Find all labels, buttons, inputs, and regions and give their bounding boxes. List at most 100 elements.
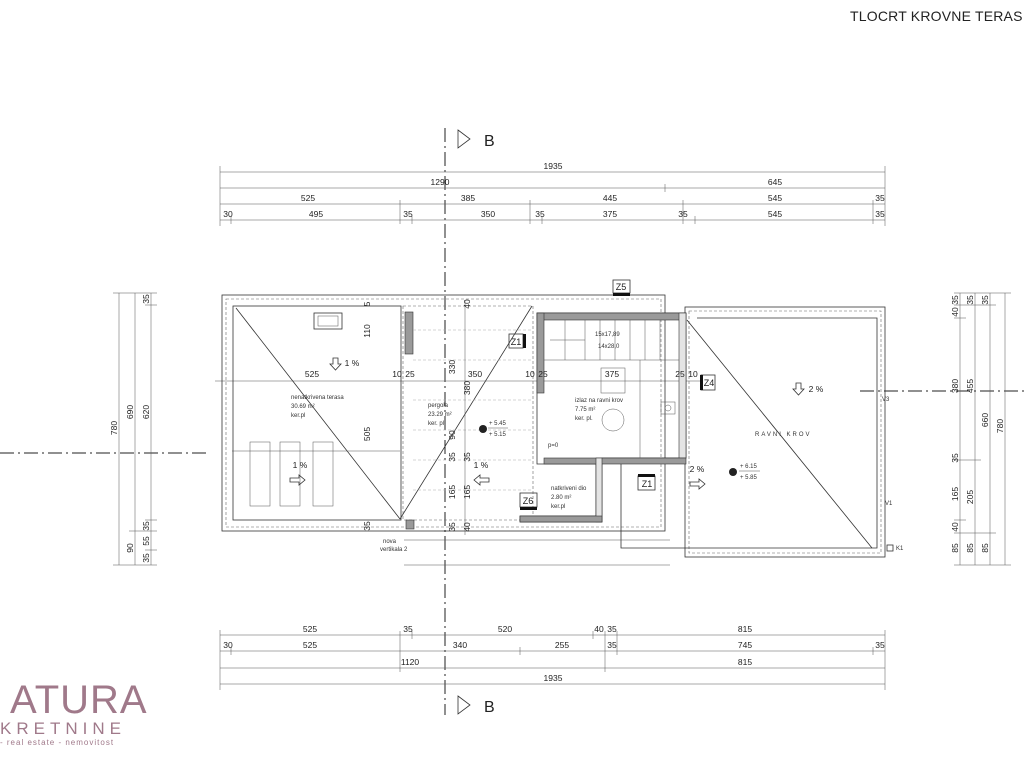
dimension-label: 690 [125,405,135,419]
dimension-label: 525 [303,640,317,650]
slope-arrow-right-icon [689,478,706,490]
dimension-label: 505 [362,427,372,441]
dimension-label: 495 [309,209,323,219]
dimension-label: 350 [481,209,495,219]
dimension-label: 375 [603,209,617,219]
dimension-label: 35 [447,452,457,462]
slope-arrow-right-icon [289,474,306,486]
drain-icon [886,544,894,552]
dimension-lines-left [113,292,157,566]
dimension-label: Z4 [704,378,715,388]
level-marker-icon [729,468,737,476]
section-line-b: B B [444,128,495,716]
dimension-label: Z1 [642,479,653,489]
dimension-lines-right [954,292,1011,566]
dimension-label: 40 [950,307,960,317]
dimension-label: 35 [875,209,885,219]
dimension-label: 330 [447,360,457,374]
dimension-label: Z1 [511,337,522,347]
dimension-label: 455 [965,379,975,393]
dimension-label: 90 [125,543,135,553]
dimension-label: 40 [950,522,960,532]
section-arrow-top-icon [457,129,471,149]
dimension-label: 35 [678,209,688,219]
dimension-label: 350 [468,369,482,379]
dimension-label: 35 [965,295,975,305]
dimension-label: 660 [980,413,990,427]
dimension-label: ker.pl [291,413,305,419]
dimension-label: 90 [447,430,457,440]
dimension-label: 40 [462,522,472,532]
dimension-label: 30 [223,209,233,219]
dimension-label: 40 [594,624,604,634]
dimension-label: 35 [403,624,413,634]
dimension-label: 375 [605,369,619,379]
dimension-label: 745 [738,640,752,650]
dimension-label: 35 [447,522,457,532]
dimension-label: nenatkrivena terasa [291,395,344,401]
slope-arrow-down-icon [792,382,805,396]
dimension-label: 445 [603,193,617,203]
dimension-label: 35 [141,521,151,531]
dimension-label: 620 [141,405,151,419]
dimension-label: 1 % [345,358,360,368]
room-terasa: nenatkrivena terasa 30.69 m² ker.pl [291,395,344,419]
dimension-label: 30.69 m² [291,404,315,410]
dimension-label: ker.pl [551,504,565,510]
dimension-label: ker. pl. [575,416,593,422]
dimension-labels-bottom: 525 35 520 40 35 815 30 525 340 255 35 7… [223,624,885,683]
room-izlaz: izlaz na ravni krov 7.75 m² ker. pl. [575,398,623,422]
dimension-label: 780 [109,421,119,435]
dimension-label: + 6.15 [740,464,758,470]
dimension-label: 35 [141,294,151,304]
dimension-label: 35 [980,295,990,305]
dimension-label: pergola [428,403,449,409]
dimension-label: 255 [555,640,569,650]
dimension-label: 520 [498,624,512,634]
dimension-label: 545 [768,193,782,203]
dimension-label: 35 [535,209,545,219]
dimension-label: Z5 [616,282,627,292]
dimension-label: natkriveni dio [551,486,587,492]
stair-spec-2: 14x28,0 [598,344,620,350]
section-arrow-bottom-icon [457,695,471,715]
marker-v1: V1 [885,501,893,507]
dimension-label: 25 [538,369,548,379]
dimension-label: 85 [950,543,960,553]
dimension-label: 55 [141,536,151,546]
dimension-label: 525 [301,193,315,203]
dimension-label: 40 [462,299,472,309]
section-label-bottom: B [484,699,495,716]
dimension-label: 35 [950,295,960,305]
dimension-label: 35 [607,640,617,650]
slope-arrows: 1 % 1 % 1 % 2 % 2 % [289,357,824,490]
dimension-label: 1120 [401,657,420,667]
dimension-label: 1 % [474,460,489,470]
dimension-label: 35 [875,193,885,203]
dimension-label: 525 [305,369,319,379]
note-p0: p=0 [548,443,559,449]
dimension-label: ker. pl. [428,421,446,427]
dimension-label: 85 [980,543,990,553]
level-marker-1: + 5.45 + 5.15 [479,421,508,438]
detail-tags: Z1 Z5 Z4 Z1 Z6 [508,279,716,510]
slope-arrow-left-icon [473,474,490,486]
dimension-label: 110 [362,324,372,338]
dimension-label: 545 [768,209,782,219]
dimension-label: 25 [675,369,685,379]
dimension-label: 815 [738,657,752,667]
level-marker-2: + 6.15 + 5.85 [729,464,760,481]
dimension-label: 645 [768,177,782,187]
room-pergola: pergola 23.29 m² ker. pl. [428,403,452,427]
company-logo: ATURA KRETNINE - real estate - nemovitos… [0,678,148,747]
dimension-label: 2.80 m² [551,495,571,501]
dimension-label: 380 [462,381,472,395]
dimension-label: 1290 [431,177,450,187]
level-marker-icon [479,425,487,433]
dimension-label: 380 [950,379,960,393]
dimension-label: 35 [141,553,151,563]
dimension-label: 23.29 m² [428,412,452,418]
dimension-label: 10 [688,369,698,379]
dimension-label: 165 [462,485,472,499]
dimension-label: 35 [403,209,413,219]
